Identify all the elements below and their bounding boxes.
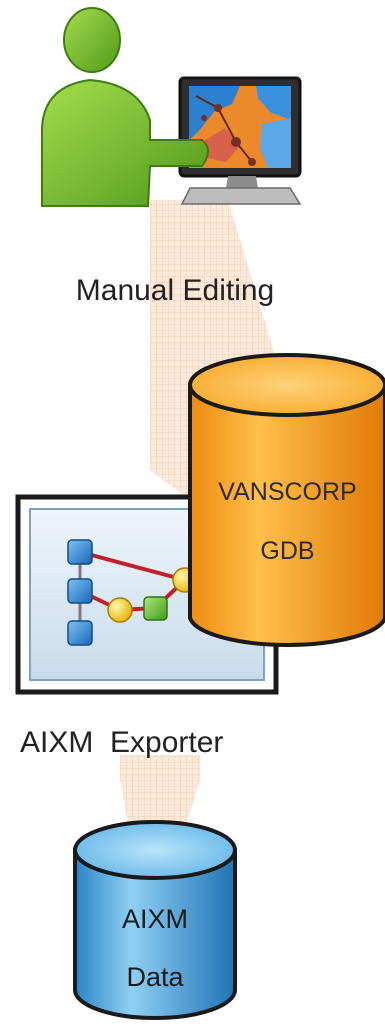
aixm-data-label-line1: AIXM [121, 904, 188, 934]
vanscorp-label-line2: GDB [260, 537, 315, 565]
vanscorp-label-line1: VANSCORP [218, 478, 357, 506]
user-at-computer-icon [41, 7, 302, 207]
aixm-exporter-label: AIXM Exporter [20, 726, 224, 759]
aixm-data-label-line2: Data [126, 962, 184, 992]
manual-editing-label: Manual Editing [76, 274, 274, 307]
aixm-data-cylinder [73, 820, 237, 1020]
vanscorp-gdb-cylinder [188, 353, 385, 647]
